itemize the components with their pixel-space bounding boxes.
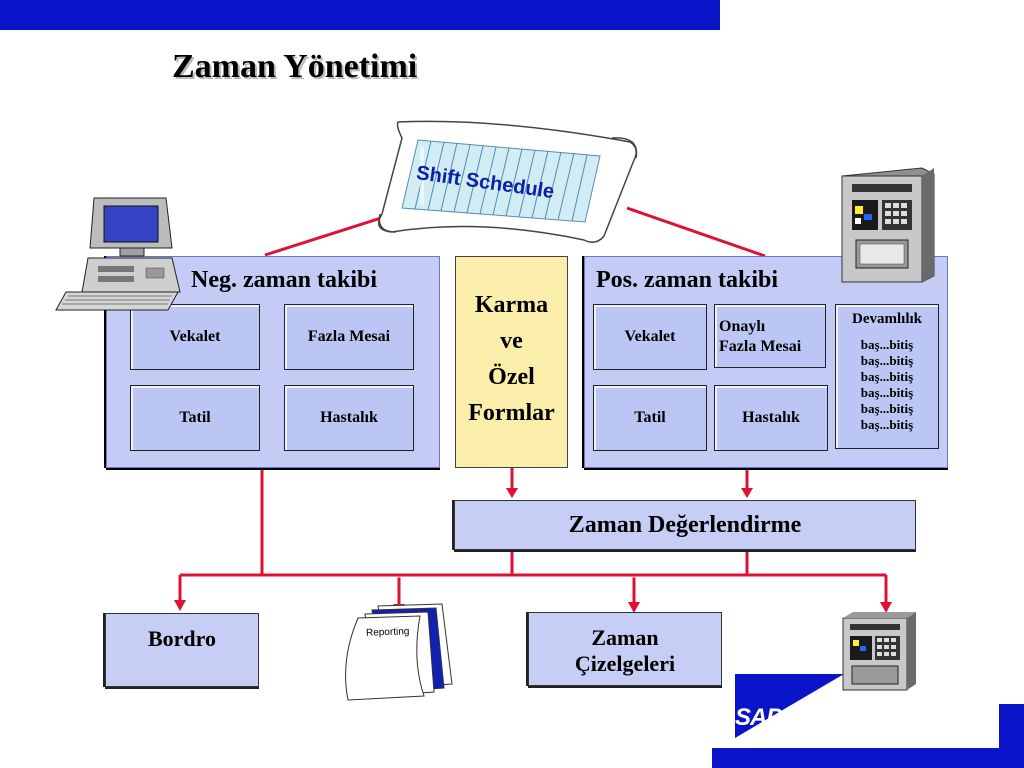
top-banner — [0, 0, 720, 30]
neg-fazla-mesai-box: Fazla Mesai — [284, 304, 414, 370]
pos-vekalet-box: Vekalet — [593, 304, 707, 370]
pos-onayli-box: Onaylı Fazla Mesai — [714, 304, 826, 368]
pos-devamlilik-box: Devamlılık baş...bitiş baş...bitiş baş..… — [835, 304, 939, 449]
time-sheets-line-2: Çizelgeleri — [574, 651, 676, 676]
pos-panel-title: Pos. zaman takibi — [596, 267, 779, 293]
devamlilik-entry: baş...bitiş — [860, 369, 914, 384]
neg-tatil-box: Tatil — [130, 385, 260, 451]
sap-logo-text: SAP — [735, 704, 782, 731]
time-evaluation-box: Zaman Değerlendirme — [454, 500, 916, 550]
devamlilik-title: Devamlılık — [852, 311, 922, 327]
time-sheets-label: Zaman Çizelgeleri — [529, 625, 721, 677]
page-title: Zaman Yönetimi — [172, 48, 418, 85]
devamlilik-entry: baş...bitiş — [860, 417, 914, 432]
neg-hastalik-box: Hastalık — [284, 385, 414, 451]
neg-panel-title: Neg. zaman takibi — [191, 267, 377, 293]
mixed-forms-box: Karma ve Özel Formlar — [455, 256, 568, 468]
devamlilik-entry: baş...bitiş — [860, 401, 914, 416]
mixed-line-2: ve — [500, 328, 523, 354]
time-sheets-line-1: Zaman — [591, 625, 659, 650]
time-sheets-box: Zaman Çizelgeleri — [528, 612, 722, 686]
pos-onayli-line-2: Fazla Mesai — [719, 338, 802, 355]
pos-hastalik-box: Hastalık — [714, 385, 828, 451]
pos-tatil-box: Tatil — [593, 385, 707, 451]
pos-onayli-line-1: Onaylı — [719, 318, 766, 335]
mixed-line-3: Özel — [488, 364, 535, 390]
neg-vekalet-box: Vekalet — [130, 304, 260, 370]
bordro-box: Bordro — [105, 613, 259, 687]
devamlilik-entry: baş...bitiş — [860, 353, 914, 368]
devamlilik-entry: baş...bitiş — [860, 385, 914, 400]
devamlilik-entry: baş...bitiş — [860, 337, 914, 352]
pos-panel: Pos. zaman takibi Vekalet Onaylı Fazla M… — [584, 256, 948, 468]
mixed-line-1: Karma — [474, 292, 549, 318]
mixed-forms-label: Karma ve Özel Formlar — [456, 287, 567, 431]
bordro-label: Bordro — [147, 626, 217, 651]
mixed-line-4: Formlar — [468, 400, 555, 426]
